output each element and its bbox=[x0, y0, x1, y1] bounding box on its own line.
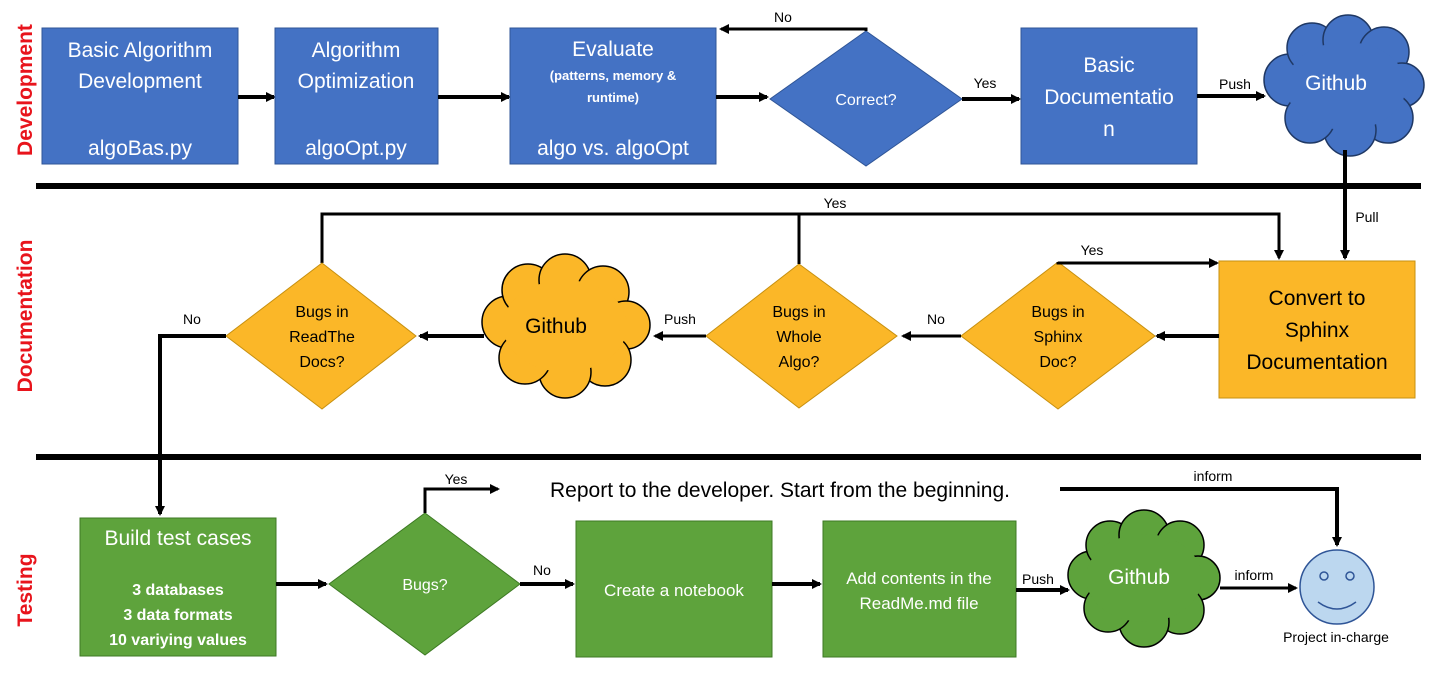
test-github-label: Github bbox=[1108, 566, 1170, 589]
build-test-cases-box: Build test cases 3 databases 3 data form… bbox=[79, 517, 277, 657]
basic-documentation-box: Basic Documentatio n bbox=[1020, 27, 1198, 165]
doc-push-label: Push bbox=[664, 311, 696, 327]
inform-top-label: inform bbox=[1194, 468, 1233, 484]
arrow-rtd-no bbox=[155, 334, 226, 516]
github-cloud-test: Github bbox=[1067, 509, 1221, 648]
basic-algorithm-line1: Basic Algorithm bbox=[68, 39, 213, 62]
build-title: Build test cases bbox=[104, 527, 251, 550]
report-text: Report to the developer. Start from the … bbox=[550, 479, 1010, 502]
bugs-label: Bugs? bbox=[402, 577, 447, 594]
build-line3: 10 variying values bbox=[109, 632, 247, 649]
bugs-rtd-line2: ReadThe bbox=[289, 329, 355, 346]
bugs-yes-label: Yes bbox=[445, 471, 468, 487]
bugs-decision: Bugs? bbox=[328, 512, 521, 656]
person-label: Project in-charge bbox=[1283, 629, 1389, 645]
bugs-rtd-line3: Docs? bbox=[299, 354, 344, 371]
sphinx-line3: Documentation bbox=[1246, 351, 1387, 374]
github-cloud-dev: Github bbox=[1263, 14, 1425, 157]
lane-label-development: Development bbox=[14, 24, 37, 156]
arrow-bugs-yes bbox=[423, 484, 500, 513]
lane-label-documentation: Documentation bbox=[14, 240, 37, 393]
basic-doc-line1: Basic bbox=[1083, 54, 1134, 77]
correct-no-label: No bbox=[774, 9, 792, 25]
arrow-report-inform bbox=[1060, 487, 1342, 547]
doc-github-label: Github bbox=[525, 315, 587, 338]
evaluate-title: Evaluate bbox=[572, 38, 654, 61]
build-line2: 3 data formats bbox=[123, 607, 232, 624]
algo-opt-line1: Algorithm bbox=[312, 39, 401, 62]
readme-box: Add contents in the ReadMe.md file bbox=[822, 520, 1017, 658]
algo-opt-line2: Optimization bbox=[298, 70, 415, 93]
bugs-whole-line3: Algo? bbox=[779, 354, 820, 371]
readme-line1: Add contents in the bbox=[846, 569, 992, 588]
test-push-label: Push bbox=[1022, 571, 1054, 587]
bugs-sphinx-line2: Sphinx bbox=[1034, 329, 1083, 346]
basic-doc-line3: n bbox=[1103, 118, 1115, 141]
bugs-rtd-decision: Bugs in ReadThe Docs? bbox=[225, 262, 417, 410]
sphinx-line2: Sphinx bbox=[1285, 319, 1350, 342]
create-notebook-box: Create a notebook bbox=[575, 520, 773, 658]
notebook-label: Create a notebook bbox=[604, 581, 744, 600]
bugs-no-label: No bbox=[533, 562, 551, 578]
lane-label-testing: Testing bbox=[14, 553, 37, 626]
evaluate-compare: algo vs. algoOpt bbox=[537, 137, 689, 160]
dev-github-label: Github bbox=[1305, 72, 1367, 95]
algo-opt-file: algoOpt.py bbox=[305, 137, 407, 160]
dev-push-label: Push bbox=[1219, 76, 1251, 92]
correct-decision: Correct? bbox=[769, 30, 963, 167]
correct-yes-label: Yes bbox=[974, 75, 997, 91]
correct-label: Correct? bbox=[835, 92, 896, 109]
build-line1: 3 databases bbox=[132, 582, 224, 599]
basic-algorithm-file: algoBas.py bbox=[88, 137, 192, 160]
algorithm-optimization-box: Algorithm Optimization algoOpt.py bbox=[274, 27, 439, 165]
evaluate-sub2: runtime) bbox=[587, 90, 639, 105]
readme-line2: ReadMe.md file bbox=[859, 594, 978, 613]
arrow-correct-no bbox=[719, 24, 868, 34]
evaluate-box: Evaluate (patterns, memory & runtime) al… bbox=[509, 27, 717, 165]
pull-label: Pull bbox=[1355, 209, 1378, 225]
sphinx-yes-label: Yes bbox=[1081, 242, 1104, 258]
basic-algorithm-line2: Development bbox=[78, 70, 202, 93]
bugs-sphinx-decision: Bugs in Sphinx Doc? bbox=[960, 261, 1156, 410]
bugs-whole-line1: Bugs in bbox=[772, 304, 825, 321]
github-cloud-doc: Github bbox=[481, 253, 651, 399]
bugs-sphinx-line1: Bugs in bbox=[1031, 304, 1084, 321]
bugs-whole-decision: Bugs in Whole Algo? bbox=[705, 263, 898, 409]
arrow-sphinx-yes bbox=[1056, 258, 1219, 268]
yes-top-label: Yes bbox=[824, 195, 847, 211]
evaluate-sub1: (patterns, memory & bbox=[550, 68, 676, 83]
person-smiley-icon bbox=[1299, 549, 1375, 625]
inform-label: inform bbox=[1235, 567, 1274, 583]
rtd-no-label: No bbox=[183, 311, 201, 327]
sphinx-line1: Convert to bbox=[1269, 287, 1366, 310]
bugs-whole-line2: Whole bbox=[776, 329, 821, 346]
sphinx-no-label: No bbox=[927, 311, 945, 327]
sphinx-box: Convert to Sphinx Documentation bbox=[1218, 260, 1416, 399]
basic-algorithm-box: Basic Algorithm Development algoBas.py bbox=[41, 27, 239, 165]
basic-doc-line2: Documentatio bbox=[1044, 86, 1174, 109]
bugs-rtd-line1: Bugs in bbox=[295, 304, 348, 321]
bugs-sphinx-line3: Doc? bbox=[1039, 354, 1076, 371]
